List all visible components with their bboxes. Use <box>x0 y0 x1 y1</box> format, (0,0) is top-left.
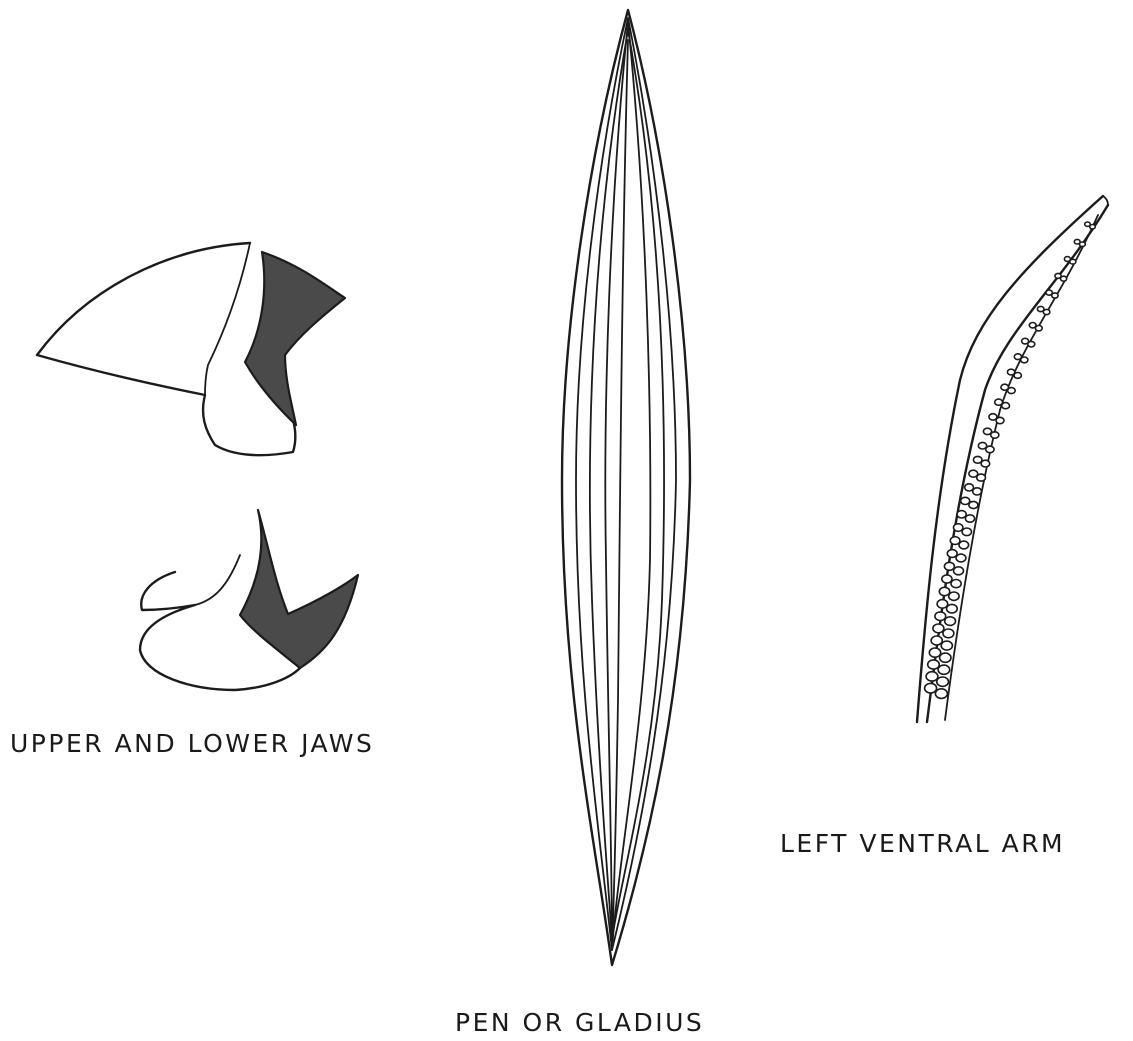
arm-sucker <box>1061 276 1067 281</box>
arm-sucker <box>1014 373 1021 379</box>
arm-sucker <box>928 660 940 669</box>
arm-sucker <box>1070 259 1076 264</box>
arm-sucker <box>941 641 952 650</box>
arm-sucker <box>962 528 971 536</box>
arm-sucker <box>1090 225 1096 229</box>
arm-sucker <box>996 417 1004 423</box>
arm-sucker <box>925 683 937 693</box>
pen-gladius-drawing <box>562 10 690 965</box>
arm-sucker <box>944 562 954 570</box>
arm-sucker <box>986 446 994 453</box>
arm-sucker <box>951 580 961 588</box>
arm-sucker <box>1008 388 1016 394</box>
arm-sucker <box>954 524 963 532</box>
gladius-midrib <box>612 40 628 945</box>
arm-sucker <box>929 648 940 657</box>
left-ventral-arm-drawing <box>917 196 1108 722</box>
lower-jaw-inner-line <box>195 555 240 605</box>
arm-sucker <box>961 497 970 504</box>
arm-sucker <box>1021 357 1028 363</box>
arm-sucker <box>933 624 944 633</box>
arm-sucker <box>1043 309 1050 314</box>
arm-sucker <box>947 550 957 558</box>
arm-sucker <box>942 575 952 583</box>
arm-sucker <box>949 592 959 600</box>
arm-sucker <box>926 672 938 681</box>
arm-sucker <box>977 474 986 481</box>
arm-sucker <box>965 484 974 491</box>
arm-sucker <box>959 541 969 549</box>
arm-sucker <box>1002 403 1010 409</box>
arm-sucker-band-edge <box>945 215 1098 720</box>
arm-sucker <box>954 567 964 575</box>
arm-sucker <box>956 554 966 562</box>
arm-sucker <box>981 460 990 467</box>
arm-sucker-rows <box>925 222 1096 698</box>
arm-sucker <box>950 537 960 545</box>
arm-sucker <box>940 653 951 662</box>
arm-inner-edge <box>927 205 1108 722</box>
arm-sucker <box>937 677 949 686</box>
arm-sucker <box>1080 242 1086 247</box>
arm-sucker <box>938 665 950 674</box>
lower-jaw-drawing <box>140 510 358 690</box>
arm-sucker <box>935 612 946 621</box>
arm-sucker <box>935 689 947 699</box>
arm-sucker <box>939 587 949 595</box>
arm-sucker <box>1035 326 1042 331</box>
arm-sucker <box>973 488 982 495</box>
arm-sucker <box>957 511 966 518</box>
arm-tip <box>1103 196 1108 205</box>
arm-sucker <box>931 636 942 645</box>
jaws-caption: UPPER AND LOWER JAWS <box>10 729 374 758</box>
upper-jaw-ridge <box>205 243 250 395</box>
arm-sucker <box>965 515 974 522</box>
lower-jaw-shaded-beak <box>240 510 358 668</box>
arm-sucker <box>991 432 999 438</box>
arm-sucker <box>945 617 956 626</box>
arm-sucker <box>937 600 948 609</box>
arm-sucker <box>947 604 958 613</box>
upper-jaw-drawing <box>37 243 345 455</box>
pen-caption: PEN OR GLADIUS <box>455 1008 704 1037</box>
arm-sucker <box>1028 341 1035 347</box>
arm-sucker <box>943 629 954 638</box>
arm-sucker <box>969 501 978 508</box>
upper-jaw-shaded-wing <box>245 252 345 425</box>
arm-sucker <box>1052 293 1058 298</box>
arm-caption: LEFT VENTRAL ARM <box>780 829 1065 858</box>
gladius-rachis-right <box>612 22 650 950</box>
